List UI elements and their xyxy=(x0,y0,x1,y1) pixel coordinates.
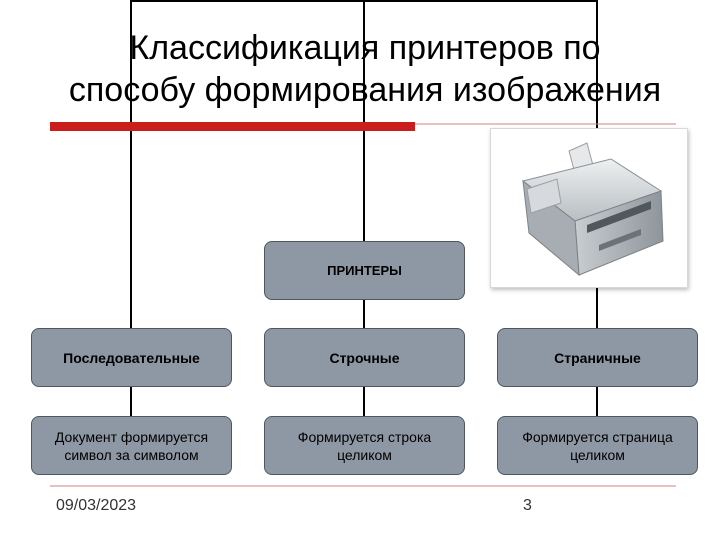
description-node-serial: Документ формируется символ за символом xyxy=(31,416,232,475)
category-node-line: Строчные xyxy=(264,328,465,387)
root-node-printers: ПРИНТЕРЫ xyxy=(264,241,465,300)
category-node-page: Страничные xyxy=(497,328,698,387)
title-red-underline xyxy=(50,122,415,131)
footer-page-number: 3 xyxy=(523,497,532,514)
printer-image xyxy=(490,128,688,288)
slide-title: Классификация принтеров по способу форми… xyxy=(0,27,720,111)
category-node-serial: Последовательные xyxy=(31,328,232,387)
printer-icon xyxy=(521,142,664,277)
description-node-line: Формируется строка целиком xyxy=(264,416,465,475)
description-node-page: Формируется страница целиком xyxy=(497,416,698,475)
title-line-2: способу формирования изображения xyxy=(68,71,662,109)
footer-date: 09/03/2023 xyxy=(56,497,137,514)
title-line-1: Классификация принтеров по xyxy=(129,29,601,67)
